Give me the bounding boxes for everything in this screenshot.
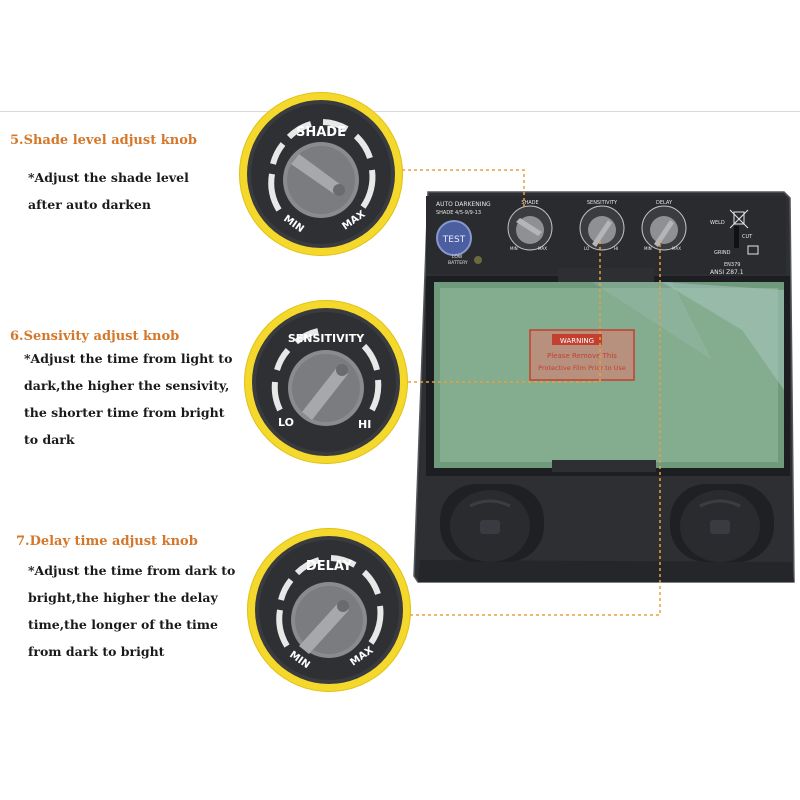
- delay-zoom-label: DELAY: [306, 559, 353, 574]
- panel-header-line1: AUTO DARKENING: [436, 201, 491, 208]
- sensitivity-section-description: *Adjust the time from light to dark,the …: [24, 345, 232, 453]
- shade-desc-line: after auto darken: [28, 197, 151, 212]
- low-battery-label-2: BATTERY: [448, 260, 468, 266]
- panel-sensitivity-knob[interactable]: [579, 205, 625, 251]
- panel-delay-label: DELAY: [656, 200, 673, 206]
- sensitivity-knob-zoom: SENSITIVITY LO HI: [244, 300, 408, 464]
- warning-line2: Protective Film Prior to Use: [538, 364, 626, 372]
- sensitivity-zoom-label: SENSITIVITY: [288, 332, 365, 345]
- standard-ansi-label: ANSI Z87.1: [710, 269, 744, 276]
- sensitivity-zoom-hi-label: HI: [358, 418, 371, 431]
- sensitivity-section-title: 6.Sensivity adjust knob: [10, 329, 180, 344]
- panel-delay-knob[interactable]: [641, 205, 687, 251]
- delay-section-description: *Adjust the time from dark to bright,the…: [28, 557, 235, 665]
- standard-en-label: EN379: [724, 262, 740, 268]
- sensitivity-desc-line: to dark: [24, 432, 75, 447]
- panel-sensitivity-hi: HI: [614, 246, 618, 251]
- warning-line1: Please Remove This: [547, 352, 617, 360]
- panel-delay-min: MIN: [644, 246, 652, 251]
- auto-darkening-filter-panel: AUTO DARKENING SHADE 4/5-9/9-13 TEST LOW…: [412, 190, 796, 594]
- low-battery-led: [474, 256, 482, 264]
- panel-shade-max: MAX: [538, 246, 547, 251]
- low-battery-label-1: LOW: [452, 254, 463, 260]
- delay-knob-zoom: DELAY MIN MAX: [247, 528, 411, 692]
- shade-desc-line: *Adjust the shade level: [28, 170, 189, 185]
- sensitivity-zoom-lo-label: LO: [278, 416, 294, 429]
- delay-section-title: 7.Delay time adjust knob: [16, 534, 198, 549]
- top-divider: [0, 111, 800, 112]
- panel-delay-max: MAX: [672, 246, 681, 251]
- sensitivity-desc-line: *Adjust the time from light to: [24, 351, 233, 366]
- panel-shade-knob[interactable]: [507, 205, 553, 251]
- delay-desc-line: from dark to bright: [28, 644, 165, 659]
- panel-sensitivity-label: SENSITIVITY: [587, 200, 618, 206]
- test-button-label: TEST: [442, 235, 466, 245]
- weld-mode-label: WELD: [710, 220, 725, 226]
- delay-desc-line: time,the longer of the time: [28, 617, 218, 632]
- warning-title: WARNING: [560, 337, 594, 345]
- panel-shade-min: MIN: [510, 246, 518, 251]
- panel-shade-label: SHADE: [521, 200, 538, 206]
- panel-sensitivity-lo: LO: [584, 246, 589, 251]
- sensitivity-desc-line: the shorter time from bright: [24, 405, 225, 420]
- no-disposal-icon: [729, 209, 749, 229]
- shade-zoom-label: SHADE: [296, 125, 346, 140]
- sensitivity-desc-line: dark,the higher the sensivity,: [24, 378, 230, 393]
- panel-header-line2: SHADE 4/5-9/9-13: [436, 210, 481, 216]
- shade-knob-zoom: SHADE MIN MAX: [239, 92, 403, 256]
- delay-desc-line: *Adjust the time from dark to: [28, 563, 236, 578]
- grind-mode-label: GRIND: [714, 250, 731, 256]
- shade-section-title: 5.Shade level adjust knob: [10, 133, 197, 148]
- delay-desc-line: bright,the higher the delay: [28, 590, 218, 605]
- cut-mode-label: CUT: [742, 234, 753, 240]
- shade-section-description: *Adjust the shade level after auto darke…: [28, 164, 189, 218]
